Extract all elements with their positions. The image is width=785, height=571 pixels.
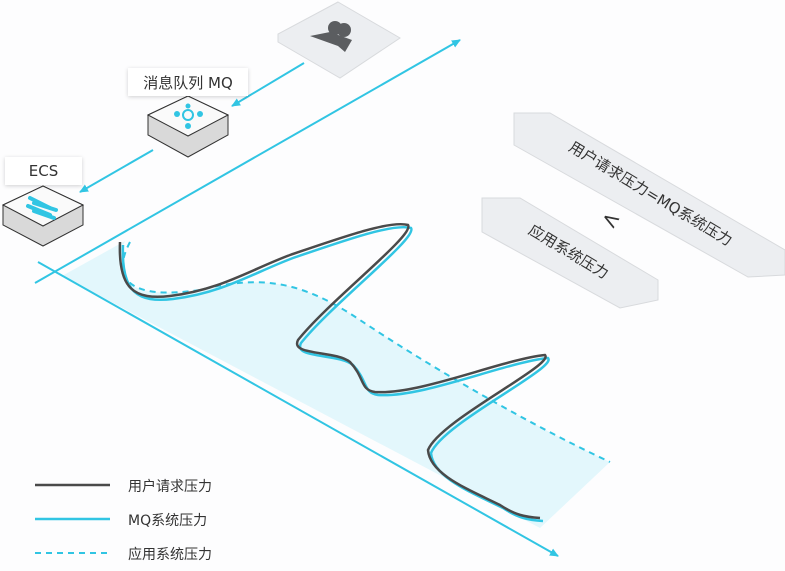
relation-symbol: < xyxy=(596,205,625,236)
ecs-node xyxy=(1,185,85,247)
app-pressure-plate xyxy=(481,197,659,309)
network-hub-icon xyxy=(174,103,203,129)
user-request-curve xyxy=(118,222,547,520)
user-tile xyxy=(277,1,401,79)
time-axis-upper xyxy=(34,39,461,284)
mq-node xyxy=(146,95,230,158)
equation-text: 用户请求压力=MQ系统压力 xyxy=(566,138,736,250)
time-axis-lower xyxy=(37,261,559,557)
legend-app: 应用系统压力 xyxy=(128,547,212,563)
equation-plate xyxy=(513,112,785,278)
server-stack-icon xyxy=(26,196,58,220)
flow-arrow-user-to-mq xyxy=(231,62,305,107)
mq-label: 消息队列 MQ xyxy=(128,68,248,96)
app-pressure-curve xyxy=(121,241,611,463)
legend-user-request: 用户请求压力 xyxy=(128,479,212,495)
users-icon xyxy=(310,21,352,52)
pressure-area-fill xyxy=(62,241,610,528)
flow-arrow-mq-to-ecs xyxy=(79,149,154,193)
legend-mq: MQ系统压力 xyxy=(128,513,208,529)
ecs-label: ECS xyxy=(5,157,82,185)
